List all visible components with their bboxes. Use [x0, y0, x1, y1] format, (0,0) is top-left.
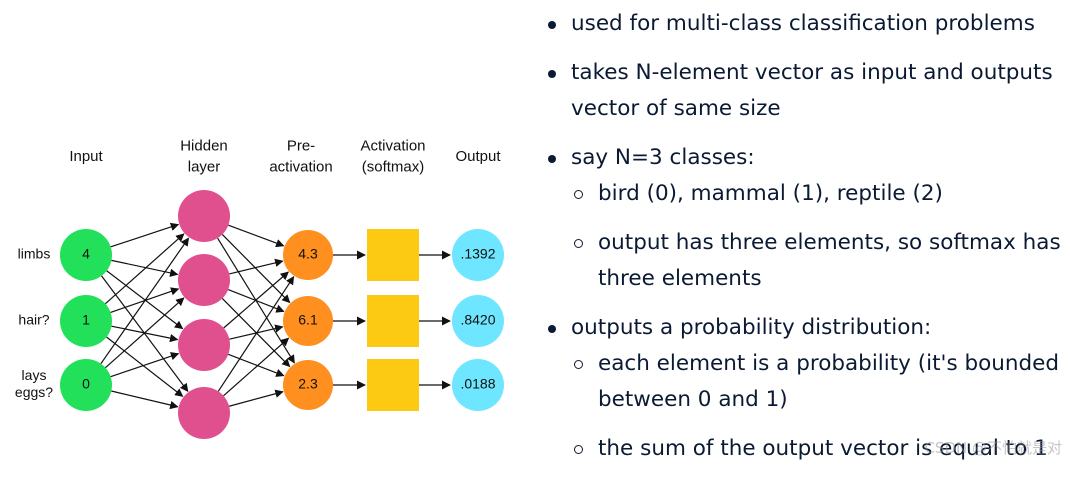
connection-arrow [110, 352, 180, 378]
sub-bullet-item: each element is a probability (it's boun… [571, 346, 1066, 418]
connection-arrow [229, 258, 284, 275]
input-label: limbs [18, 246, 51, 262]
bullet-text: takes N-element vector as input and outp… [571, 60, 1053, 121]
connection-arrow [228, 389, 284, 407]
hidden-node [178, 190, 230, 242]
hidden-node [178, 319, 230, 371]
sub-bullet-text: the sum of the output vector is equal to… [598, 436, 1048, 461]
connection-arrow [111, 390, 179, 410]
bullet-item-2: takes N-element vector as input and outp… [546, 55, 1066, 127]
connection-arrow [100, 237, 190, 365]
bullet-text: outputs a probability distribution: [571, 315, 932, 340]
bullet-list: used for multi-class classification prob… [546, 6, 1066, 480]
preactivation-node [283, 230, 333, 280]
connection-arrow [105, 233, 185, 305]
sub-bullet-text: each element is a probability (it's boun… [598, 351, 1060, 412]
watermark: CSDN @不怕就是对 [924, 439, 1062, 457]
preactivation-value: 6.1 [298, 312, 318, 328]
connection-arrow [228, 224, 285, 248]
output-node [452, 295, 504, 347]
connection-arrow [228, 353, 285, 377]
softmax-box [367, 359, 419, 411]
connection-arrow [223, 337, 290, 397]
hidden-node [178, 387, 230, 439]
bullet-item-3: say N=3 classes: bird (0), mammal (1), r… [546, 140, 1066, 297]
softmax-box [367, 229, 419, 281]
preactivation-value: 4.3 [298, 246, 318, 262]
bullet-text: used for multi-class classification prob… [571, 11, 1035, 36]
column-header-hidden-layer: Hidden [180, 137, 228, 154]
input-node [60, 229, 112, 281]
preactivation-node [283, 296, 333, 346]
sub-bullet-text: output has three elements, so softmax ha… [598, 230, 1061, 291]
output-value: .8420 [460, 312, 495, 328]
input-node-value: 4 [82, 246, 90, 262]
output-node [452, 359, 504, 411]
connection-arrow [106, 270, 184, 330]
hidden-node [178, 254, 230, 306]
sub-bullet-item: the sum of the output vector is equal to… [571, 431, 1066, 467]
column-header-activation: Activation [360, 137, 425, 154]
preactivation-node [283, 360, 333, 410]
bullet-item-1: used for multi-class classification prob… [546, 6, 1066, 42]
connection-arrow [101, 275, 189, 393]
input-label: lays [22, 367, 47, 383]
input-node-value: 0 [82, 376, 90, 392]
column-header-preactivation: Pre- [287, 137, 315, 154]
input-node-value: 1 [82, 312, 90, 328]
input-label: eggs? [15, 384, 53, 400]
connection-arrow [110, 222, 180, 248]
input-node [60, 295, 112, 347]
preactivation-value: 2.3 [298, 376, 318, 392]
connection-arrow [111, 259, 179, 277]
bullet-text: say N=3 classes: [571, 145, 755, 170]
output-value: .0188 [460, 376, 495, 392]
input-node [60, 359, 112, 411]
sub-bullet-text: bird (0), mammal (1), reptile (2) [598, 181, 943, 206]
connection-arrow [106, 336, 184, 397]
column-header-activation: (softmax) [362, 158, 425, 175]
connection-arrow [105, 297, 185, 369]
sub-bullet-item: output has three elements, so softmax ha… [571, 225, 1066, 297]
input-label: hair? [18, 312, 49, 328]
bullet-item-4: outputs a probability distribution: each… [546, 310, 1066, 467]
connection-arrow [223, 271, 289, 329]
column-header-input: Input [69, 148, 103, 165]
output-value: .1392 [460, 246, 495, 262]
softmax-box [367, 295, 419, 347]
column-header-preactivation: activation [269, 158, 332, 175]
connection-arrow [217, 276, 295, 392]
column-header-output: Output [455, 148, 501, 165]
connection-arrow [221, 234, 291, 304]
sub-bullet-item: bird (0), mammal (1), reptile (2) [571, 176, 1066, 212]
output-node [452, 229, 504, 281]
column-header-hidden-layer: layer [188, 158, 221, 175]
